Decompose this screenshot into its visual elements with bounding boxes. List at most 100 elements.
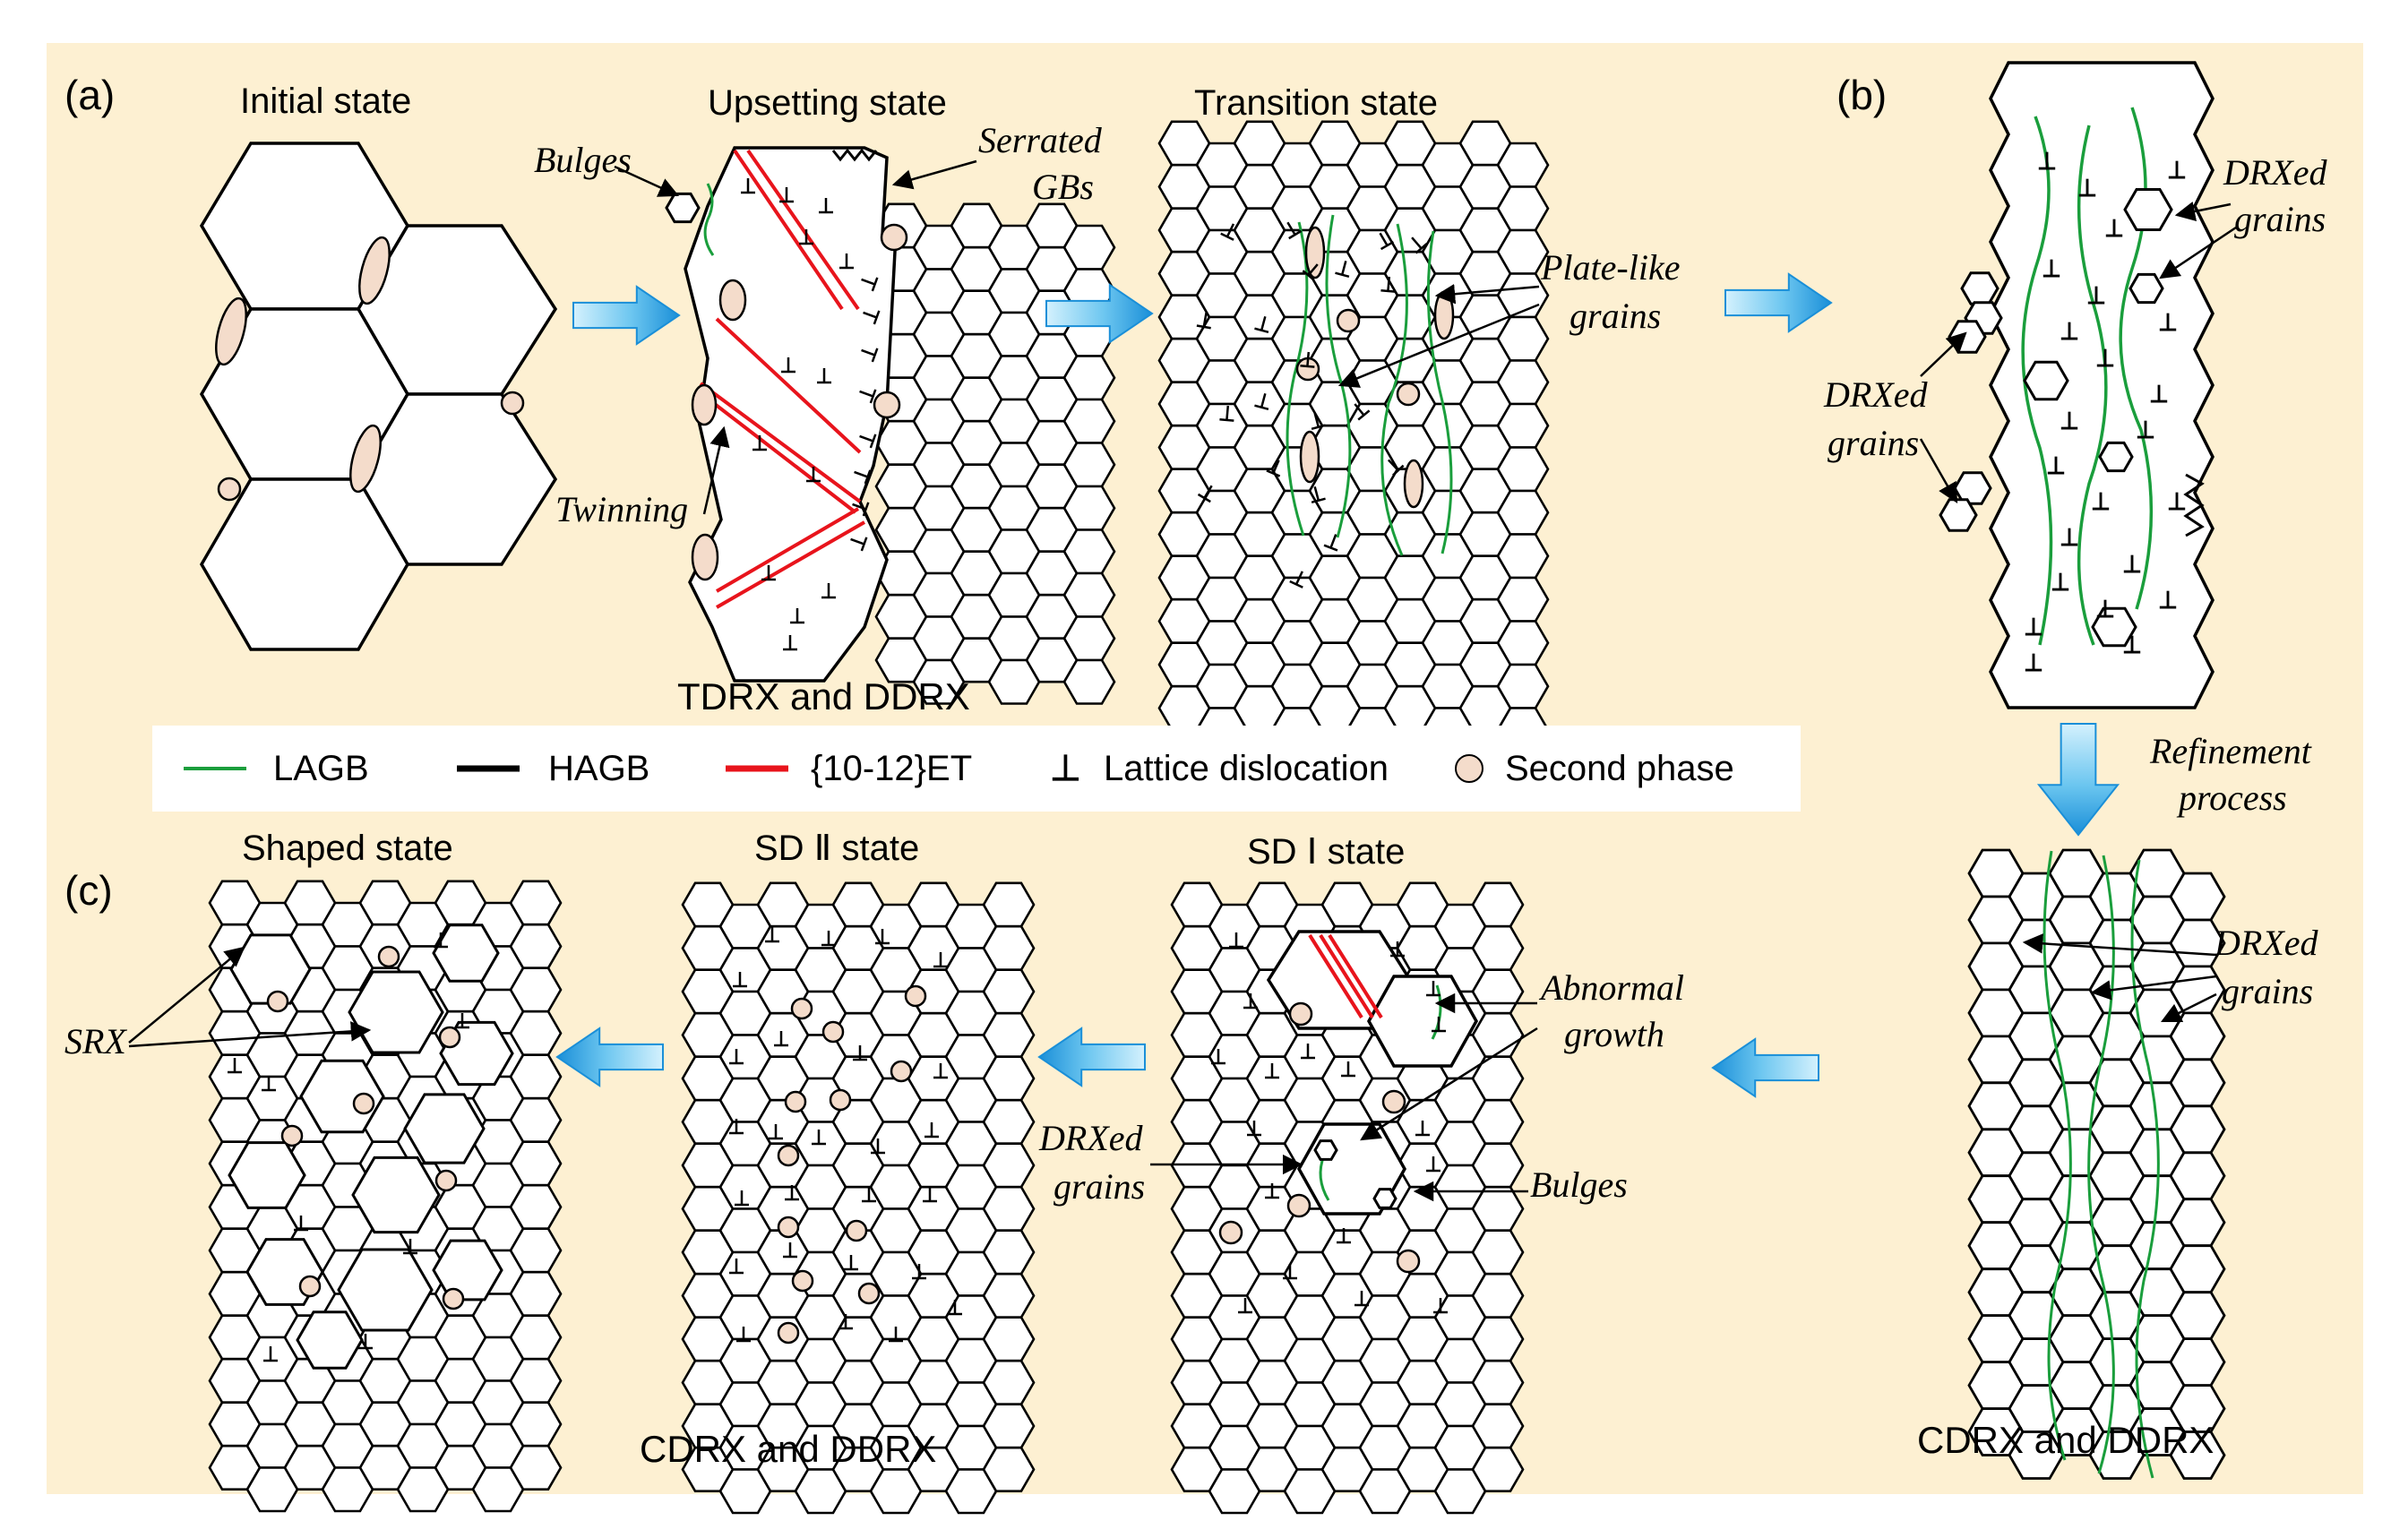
lagb-line (1380, 223, 1408, 556)
small-grain (2169, 1244, 2226, 1294)
serrated-gbs-annotation-line2: GBs (1032, 167, 1094, 207)
lagb-line (2077, 125, 2108, 646)
small-grain (982, 1055, 1036, 1102)
second-phase-particle (691, 533, 719, 581)
dislocation-mark (1254, 392, 1269, 411)
dislocation-base (1300, 365, 1315, 368)
abnormal-growth-line2: growth (1564, 1014, 1664, 1054)
dislocation-stem (1313, 485, 1320, 502)
dislocation-mark (741, 178, 755, 194)
dislocation-mark (2078, 178, 2096, 197)
pointer-arrow (891, 159, 977, 190)
dislocation-mark (783, 635, 797, 651)
dislocation-mark (1323, 534, 1338, 552)
upsetting-state-grains (665, 146, 1116, 705)
dislocation-mark (923, 1187, 937, 1203)
small-grain (1471, 924, 1525, 971)
twin-boundary (746, 149, 860, 311)
second-phase-particle (434, 1169, 458, 1192)
panel-b-elongated-grain (1939, 61, 2214, 709)
dislocation-mark (861, 277, 879, 292)
twin-boundary (1308, 933, 1363, 1019)
pointer-arrow (2022, 933, 2217, 957)
dislocation-mark (861, 348, 879, 363)
deformed-parent-grain (684, 146, 898, 683)
dislocation-stem (852, 503, 867, 511)
small-grain (982, 1272, 1036, 1319)
dislocation-stem (850, 537, 865, 546)
panel-c-label: (c) (64, 867, 113, 914)
dislocation-base (1302, 270, 1315, 281)
small-grain (2169, 1291, 2226, 1340)
dislocation-base (1266, 469, 1281, 477)
small-grain (1496, 620, 1550, 666)
dislocation-mark (1283, 1264, 1297, 1280)
dislocation-mark (2025, 653, 2042, 672)
second-phase-particle (266, 990, 289, 1013)
small-grain (1062, 528, 1116, 575)
small-grain (509, 1401, 563, 1448)
small-grain (1471, 1229, 1525, 1276)
small-grain (982, 881, 1036, 928)
drxed-grains-top-line1: DRXed (2223, 152, 2328, 193)
drxed-grains-c-line1: DRXed (1038, 1118, 1144, 1158)
dislocation-mark (2060, 411, 2078, 430)
small-grain (509, 1053, 563, 1100)
drxed-grains-c-line2: grains (1054, 1166, 1145, 1207)
dislocation-mark (799, 229, 813, 245)
small-grain (1471, 1272, 1525, 1319)
left-arrow (555, 1027, 664, 1087)
recrystallized-grain (229, 933, 312, 1005)
small-grain (509, 1357, 563, 1404)
twinning-annotation: Twinning (555, 489, 688, 529)
dislocation-mark (933, 1063, 948, 1079)
small-grain (1062, 398, 1116, 444)
small-grain (1471, 1359, 1525, 1405)
dislocation-mark (2168, 492, 2186, 511)
dislocation-mark (806, 467, 821, 483)
dislocation-stem (859, 390, 874, 398)
dislocation-mark (819, 198, 833, 214)
dislocation-mark (924, 1122, 939, 1138)
dislocation-mark (821, 583, 836, 599)
dislocation-mark (1341, 1061, 1355, 1078)
small-grain (982, 1229, 1036, 1276)
second-phase-particle (845, 1219, 868, 1242)
dislocation-stem (1387, 276, 1391, 292)
dislocation-mark (2096, 599, 2114, 618)
small-grain (1471, 881, 1525, 928)
dislocation-mark (735, 1190, 749, 1207)
dislocation-mark (2096, 348, 2114, 367)
dislocation-base (871, 348, 879, 363)
sd1-state-title: SD Ⅰ state (1247, 832, 1405, 872)
pointer-arrow (1360, 1027, 1538, 1141)
transition-state-grains (1157, 120, 1550, 753)
second-phase-particle (890, 1060, 913, 1083)
shaped-state-title: Shaped state (242, 829, 453, 868)
pointer-arrow (1920, 331, 1967, 377)
lagb-line (703, 183, 715, 256)
second-phase-particle (215, 296, 247, 366)
dislocation-mark (1311, 412, 1326, 431)
dislocation-mark (294, 1216, 308, 1232)
second-phase-icon (1455, 754, 1484, 783)
bulges-c-annotation: Bulges (1530, 1164, 1628, 1205)
dislocation-mark (852, 502, 870, 517)
second-phase-particle (691, 383, 718, 426)
pointer-arrow (1434, 284, 1540, 305)
small-grain (1471, 1011, 1525, 1058)
dislocation-mark (774, 1031, 788, 1047)
dislocation-mark (2137, 420, 2154, 439)
dislocation-mark (765, 927, 779, 943)
initial-state-title: Initial state (240, 82, 411, 121)
dislocation-mark (862, 1187, 876, 1203)
lagb-line (2130, 859, 2160, 1479)
dislocation-mark (844, 1255, 858, 1271)
legend-dislocation-label: Lattice dislocation (1104, 749, 1389, 788)
small-grain (982, 968, 1036, 1015)
dislocation-mark (729, 1259, 744, 1275)
dislocation-mark (2105, 219, 2123, 237)
panel-b-label: (b) (1836, 72, 1887, 118)
bulges-annotation: Bulges (534, 140, 632, 180)
dislocation-mark (863, 310, 881, 325)
